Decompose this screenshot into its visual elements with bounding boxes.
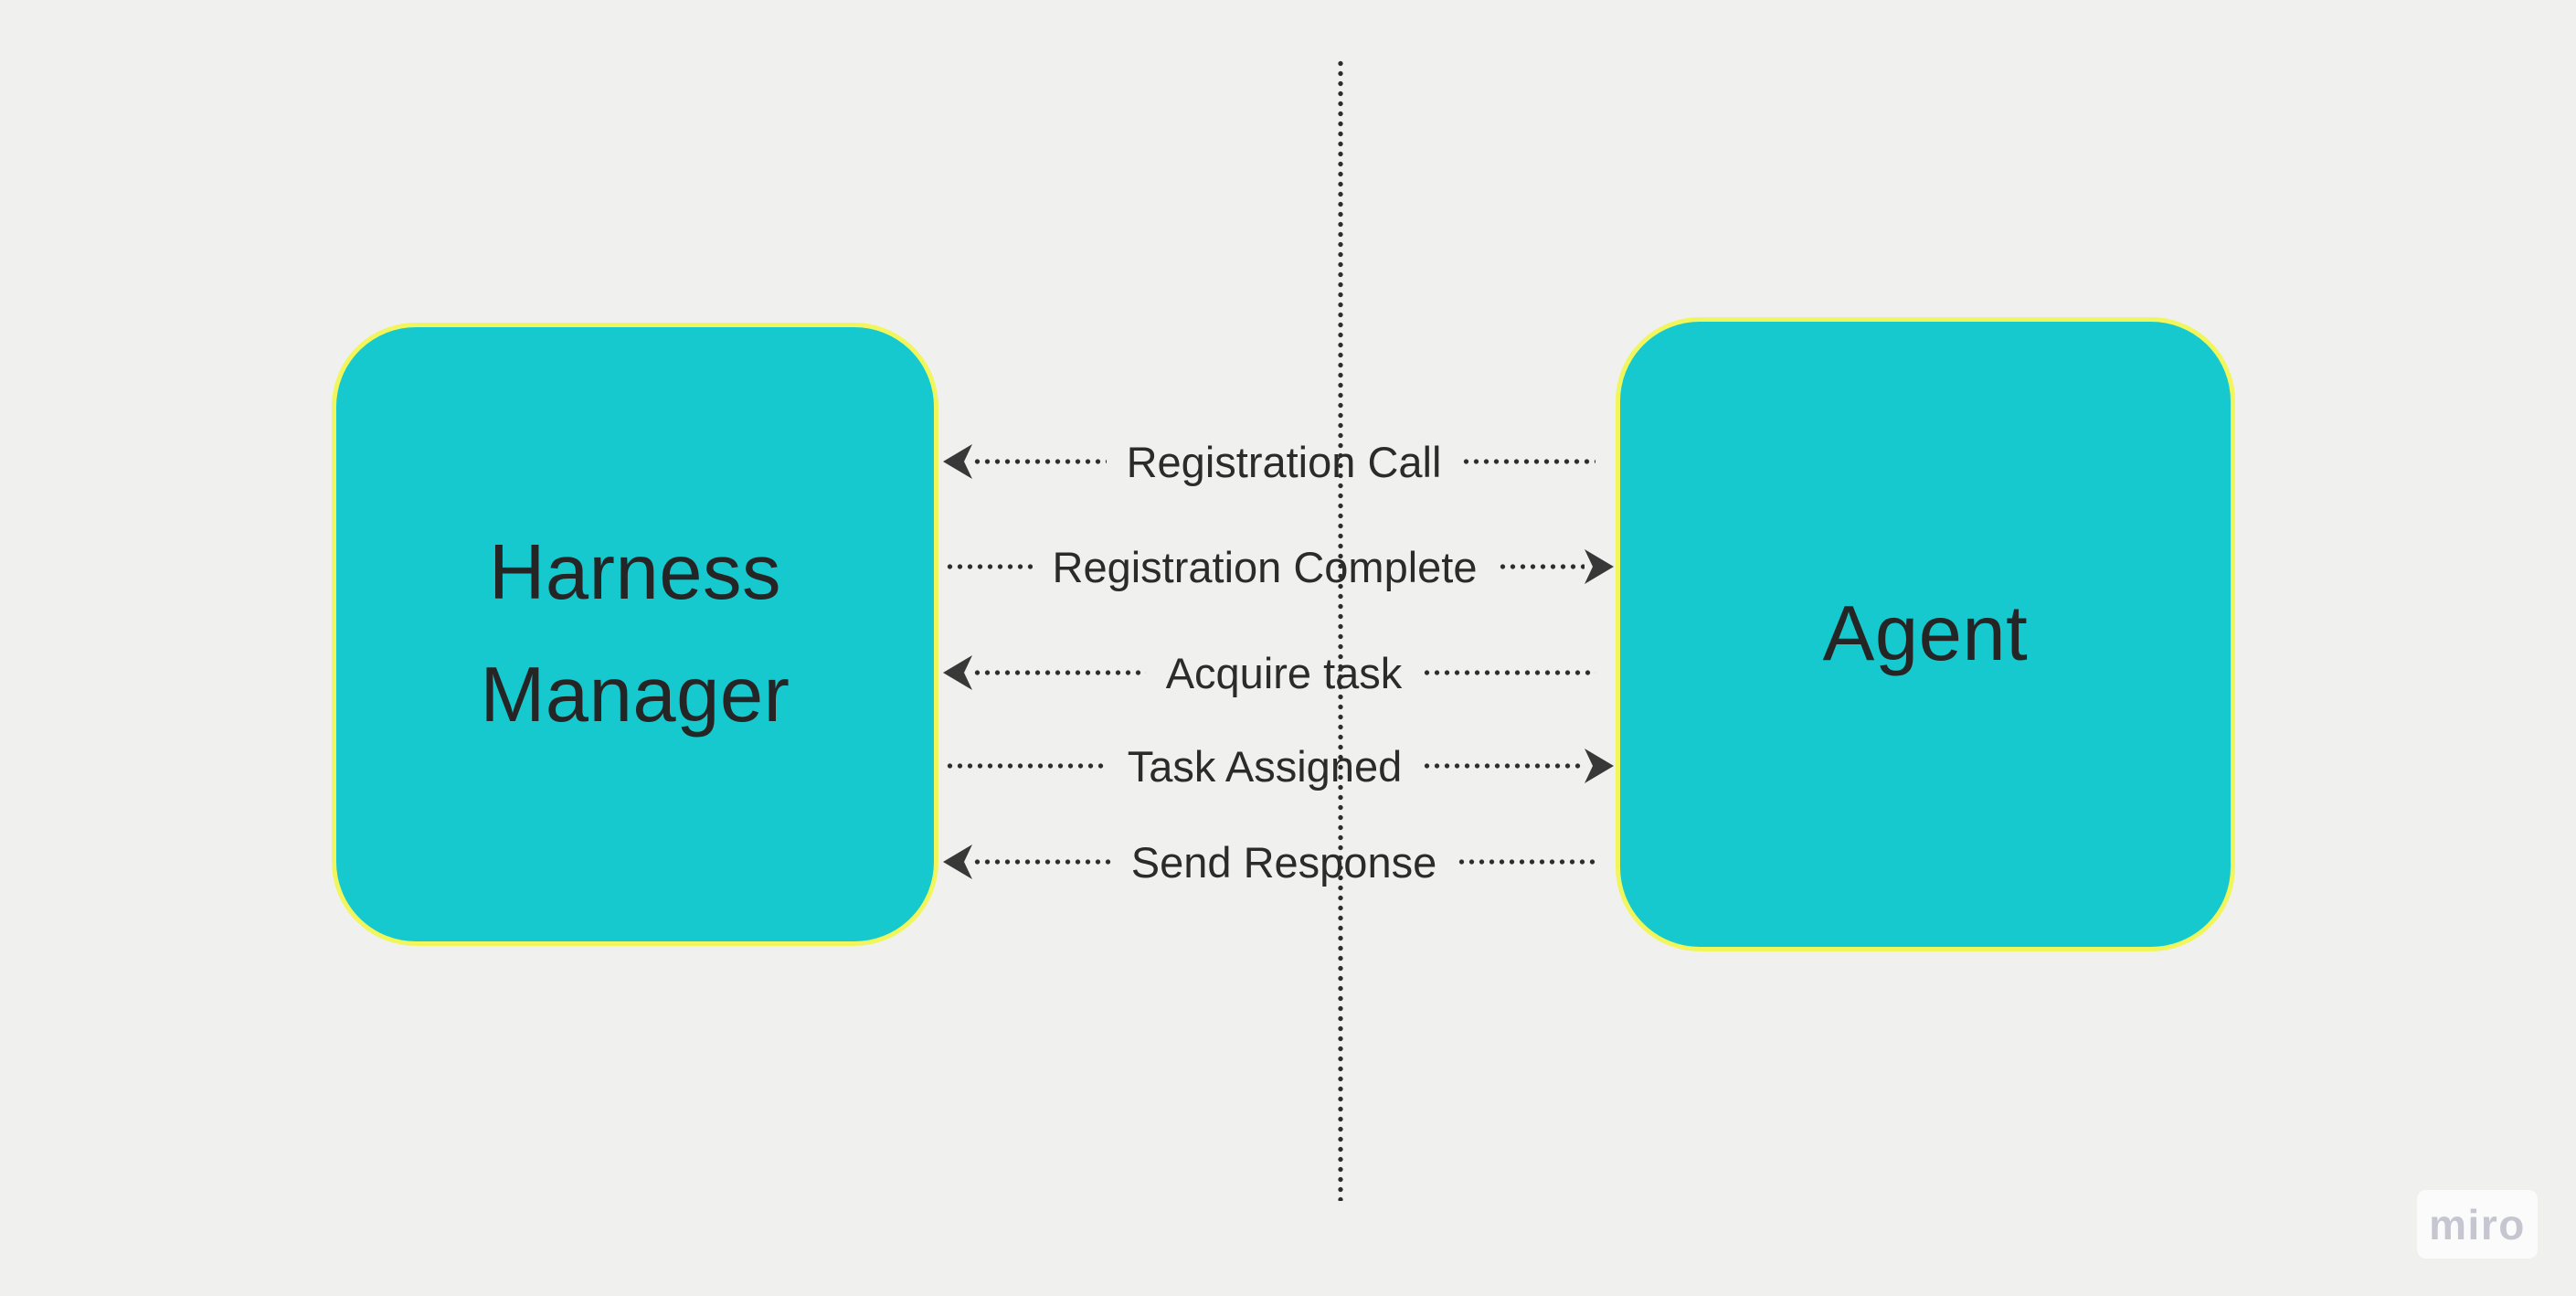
dotted-line-segment (972, 670, 1146, 675)
actor-box-agent: Agent (1616, 317, 2235, 951)
arrowhead-right-icon (1585, 749, 1615, 783)
connector-label: Task Assigned (1127, 741, 1403, 791)
dotted-line-segment (1461, 459, 1595, 464)
arrowhead-left-icon (943, 655, 972, 690)
miro-watermark-badge: miro (2417, 1190, 2538, 1259)
dotted-line-segment (945, 564, 1033, 569)
connector-label: Send Response (1130, 837, 1437, 887)
connector-send-response: Send Response (943, 834, 1614, 889)
dotted-line-segment (972, 459, 1107, 464)
dotted-line-segment (1457, 859, 1595, 865)
dotted-line-segment (972, 859, 1111, 865)
dotted-line-segment (1422, 670, 1595, 675)
connector-label: Acquire task (1165, 648, 1403, 697)
arrowhead-left-icon (943, 444, 972, 479)
miro-logo: miro (2429, 1200, 2526, 1248)
connector-acquire-task: Acquire task (943, 645, 1614, 700)
actor-label-agent: Agent (1822, 590, 2029, 677)
dotted-line-segment (1422, 763, 1585, 769)
connector-task-assigned: Task Assigned (943, 738, 1615, 793)
arrowhead-left-icon (943, 845, 972, 879)
dotted-line-segment (1497, 564, 1585, 569)
actor-label-harness-manager: Harness Manager (480, 528, 790, 738)
connector-label: Registration Complete (1052, 542, 1478, 591)
connector-label: Registration Call (1126, 437, 1442, 486)
lifeline-dotted-divider (1338, 58, 1343, 1201)
actor-box-harness-manager: Harness Manager (332, 323, 938, 946)
arrowhead-right-icon (1585, 549, 1614, 584)
connector-registration-call: Registration Call (943, 434, 1614, 489)
connector-registration-complete: Registration Complete (943, 539, 1614, 594)
dotted-line-segment (945, 763, 1108, 769)
